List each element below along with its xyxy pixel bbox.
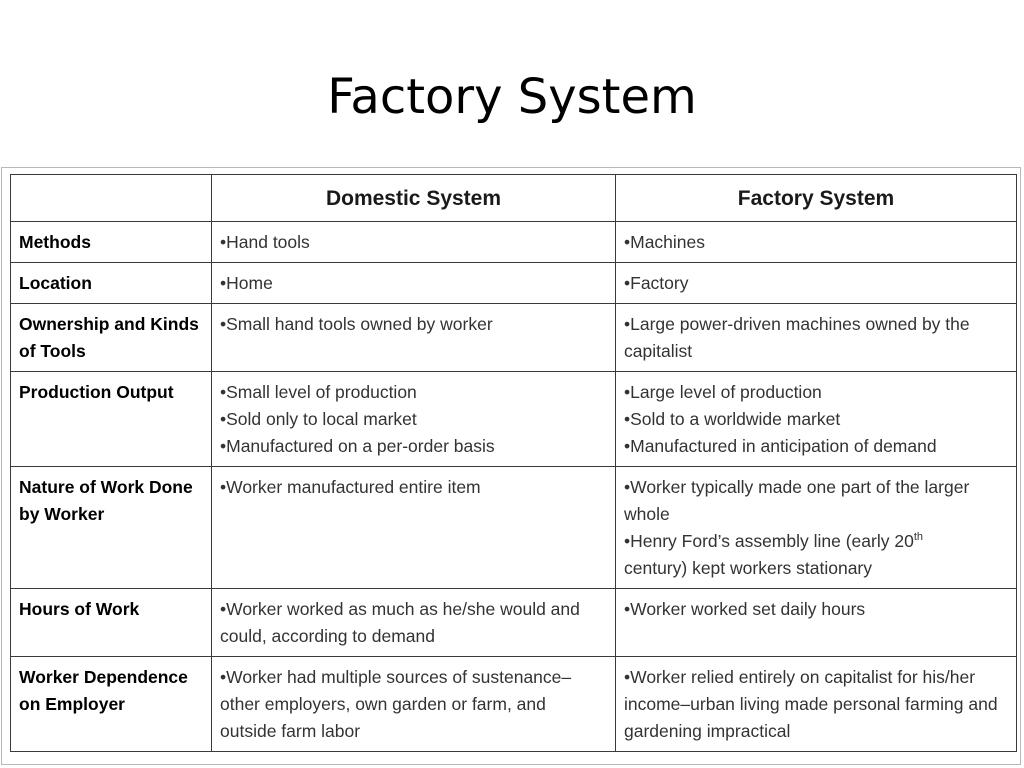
row-label-methods: Methods [10, 221, 212, 263]
cell-line-text: •Henry Ford’s assembly line (early 20 [624, 531, 914, 551]
cell-factory-production-output: •Large level of production •Sold to a wo… [615, 371, 1017, 467]
table-row: Production Output •Small level of produc… [10, 371, 1017, 467]
cell-line: •Sold only to local market [220, 409, 417, 429]
cell-domestic-ownership: •Small hand tools owned by worker [211, 303, 616, 372]
cell-line: •Worker worked as much as he/she would a… [220, 599, 580, 646]
header-row: Domestic System Factory System [10, 174, 1017, 222]
cell-factory-methods: •Machines [615, 221, 1017, 263]
cell-domestic-hours-of-work: •Worker worked as much as he/she would a… [211, 588, 616, 657]
cell-line: •Worker worked set daily hours [624, 599, 866, 619]
cell-line: •Home [220, 273, 273, 293]
table-row: Methods •Hand tools •Machines [10, 221, 1017, 263]
slide-title: Factory System [327, 69, 697, 125]
table-row: Worker Dependence on Employer •Worker ha… [10, 656, 1017, 752]
row-label-nature-of-work: Nature of Work Done by Worker [10, 466, 212, 589]
cell-factory-ownership: •Large power-driven machines owned by th… [615, 303, 1017, 372]
table-row: Nature of Work Done by Worker •Worker ma… [10, 466, 1017, 589]
header-domestic-system: Domestic System [211, 174, 616, 222]
superscript-th: th [913, 531, 923, 544]
cell-line: •Small hand tools owned by worker [220, 314, 493, 334]
cell-line: •Hand tools [220, 232, 310, 252]
cell-line: •Manufactured in anticipation of demand [624, 436, 937, 456]
cell-line: •Worker typically made one part of the l… [624, 477, 970, 524]
row-label-location: Location [10, 262, 212, 304]
header-empty [10, 174, 212, 222]
cell-domestic-worker-dependence: •Worker had multiple sources of sustenan… [211, 656, 616, 752]
cell-line: century) kept workers stationary [624, 558, 873, 578]
cell-line: •Worker had multiple sources of sustenan… [220, 667, 572, 741]
row-label-ownership: Ownership and Kinds of Tools [10, 303, 212, 372]
cell-line: •Large power-driven machines owned by th… [624, 314, 970, 361]
cell-line: •Machines [624, 232, 706, 252]
comparison-table: Domestic System Factory System Methods •… [10, 174, 1017, 752]
cell-domestic-production-output: •Small level of production •Sold only to… [211, 371, 616, 467]
row-label-hours-of-work: Hours of Work [10, 588, 212, 657]
cell-domestic-nature-of-work: •Worker manufactured entire item [211, 466, 616, 589]
cell-line-with-sup: •Henry Ford’s assembly line (early 20th [624, 528, 1008, 555]
cell-domestic-location: •Home [211, 262, 616, 304]
row-label-production-output: Production Output [10, 371, 212, 467]
cell-line: •Small level of production [220, 382, 417, 402]
cell-factory-hours-of-work: •Worker worked set daily hours [615, 588, 1017, 657]
header-factory-system: Factory System [615, 174, 1017, 222]
cell-line: •Manufactured on a per-order basis [220, 436, 495, 456]
table-row: Hours of Work •Worker worked as much as … [10, 588, 1017, 657]
cell-factory-worker-dependence: •Worker relied entirely on capitalist fo… [615, 656, 1017, 752]
cell-line: •Factory [624, 273, 689, 293]
cell-line: •Large level of production [624, 382, 822, 402]
cell-line: •Worker relied entirely on capitalist fo… [624, 667, 998, 741]
cell-line: •Worker manufactured entire item [220, 477, 481, 497]
table-row: Ownership and Kinds of Tools •Small hand… [10, 303, 1017, 372]
table-frame: Domestic System Factory System Methods •… [1, 167, 1021, 765]
table-row: Location •Home •Factory [10, 262, 1017, 304]
cell-line: •Sold to a worldwide market [624, 409, 841, 429]
cell-domestic-methods: •Hand tools [211, 221, 616, 263]
row-label-worker-dependence: Worker Dependence on Employer [10, 656, 212, 752]
cell-factory-location: •Factory [615, 262, 1017, 304]
cell-factory-nature-of-work: •Worker typically made one part of the l… [615, 466, 1017, 589]
